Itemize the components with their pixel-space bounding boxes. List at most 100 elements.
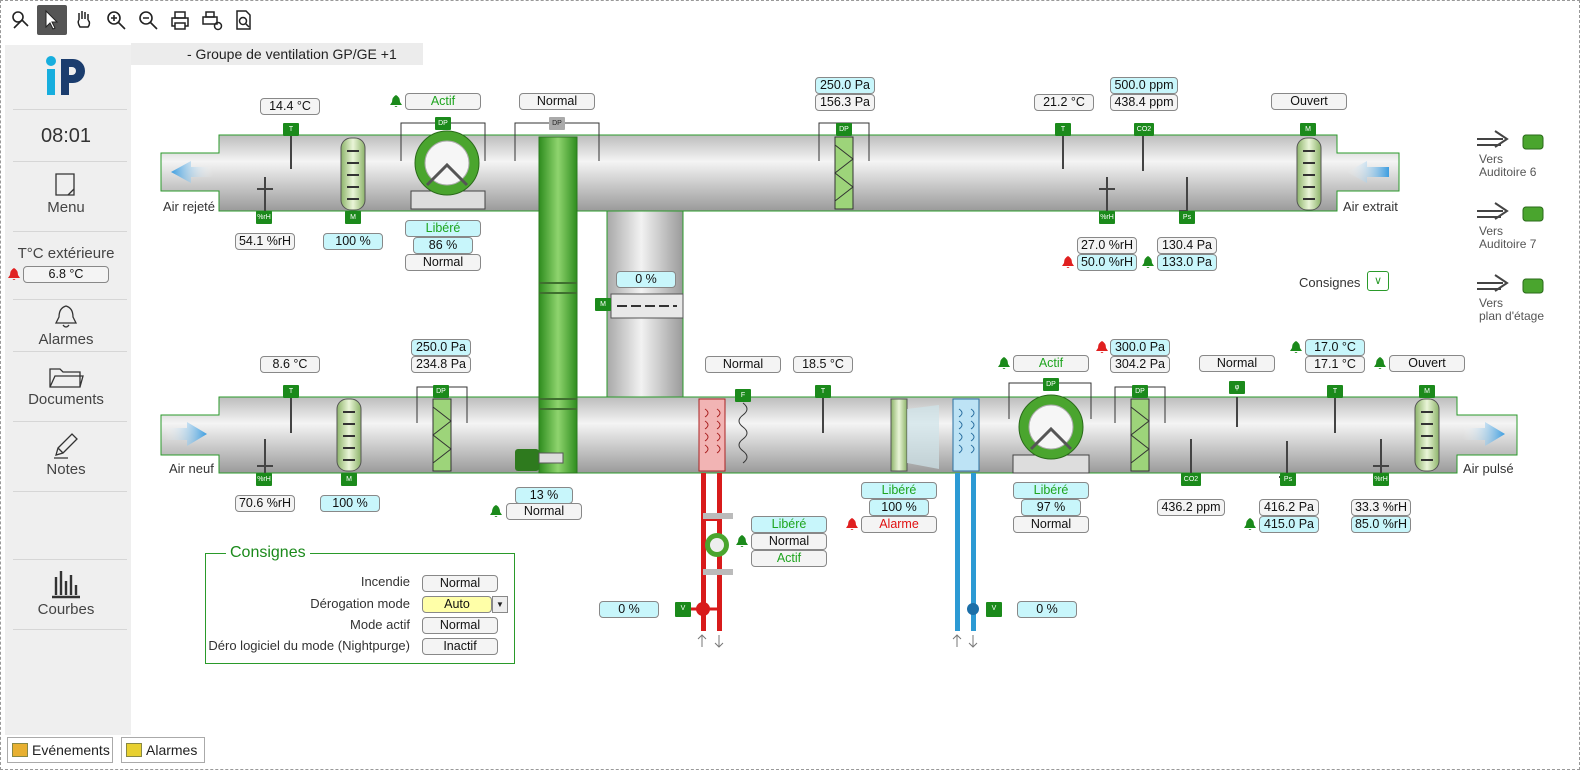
ps-supply-setpoint[interactable]: 415.0 Pa <box>1259 516 1319 533</box>
humidity-sensor-tag[interactable]: %rH <box>256 211 272 224</box>
wheel-speed-value[interactable]: 13 % <box>515 487 573 504</box>
override-dropdown-button[interactable]: ▼ <box>492 596 508 613</box>
humidity-supply-tag[interactable]: %rH <box>1373 473 1389 486</box>
nightpurge-value[interactable]: Inactif <box>422 638 498 655</box>
t-supply-setpoint[interactable]: 17.0 °C <box>1305 339 1365 356</box>
pressure-supply-tag[interactable]: Ps <box>1280 473 1296 486</box>
rh-extract-setpoint[interactable]: 50.0 %rH <box>1077 254 1137 271</box>
bypass-damper-tag[interactable]: M <box>595 298 611 311</box>
co2-setpoint[interactable]: 500.0 ppm <box>1110 77 1178 94</box>
ps-extract-setpoint[interactable]: 133.0 Pa <box>1157 254 1217 271</box>
pump-mode[interactable]: Normal <box>751 533 827 550</box>
ps-supply-value[interactable]: 416.2 Pa <box>1259 499 1319 516</box>
filter2-dp-tag[interactable]: DP <box>1132 385 1148 398</box>
humidifier-mode[interactable]: Normal <box>1199 355 1275 372</box>
override-mode-select[interactable]: Auto <box>422 596 492 613</box>
exhaust-fan-mode[interactable]: Normal <box>405 254 481 271</box>
zoom-in-icon[interactable] <box>101 5 131 35</box>
print-settings-icon[interactable] <box>197 5 227 35</box>
frost-tag[interactable]: F <box>735 389 751 402</box>
rh-supply-value[interactable]: 33.3 %rH <box>1351 499 1411 516</box>
heat-valve-value[interactable]: 0 % <box>599 601 659 618</box>
heater-alarm[interactable]: Alarme <box>861 516 937 533</box>
co2-value[interactable]: 438.4 ppm <box>1110 94 1178 111</box>
co2-supply-value[interactable]: 436.2 ppm <box>1157 499 1225 516</box>
pressure-extract-tag[interactable]: Ps <box>1179 211 1195 224</box>
temp-fresh-tag[interactable]: T <box>283 385 299 398</box>
filter1-dp-value[interactable]: 234.8 Pa <box>411 356 471 373</box>
cool-valve-tag[interactable]: V <box>986 602 1002 617</box>
documents-button[interactable]: Documents <box>5 365 127 415</box>
filter2-dp-setpoint[interactable]: 300.0 Pa <box>1110 339 1170 356</box>
curves-button[interactable]: Courbes <box>5 567 127 623</box>
filter1-dp-tag[interactable]: DP <box>433 385 449 398</box>
temp-extract-tag[interactable]: T <box>1055 123 1071 136</box>
exhaust-fan-speed[interactable]: 86 % <box>413 237 473 254</box>
filter-dp-setpoint[interactable]: 250.0 Pa <box>815 77 875 94</box>
wheel-dp-tag[interactable]: DP <box>549 117 565 130</box>
tab-alarms[interactable]: Alarmes <box>121 737 205 763</box>
exhaust-fan-release[interactable]: Libéré <box>405 220 481 237</box>
heater-release[interactable]: Libéré <box>861 482 937 499</box>
frost-state-value[interactable]: Normal <box>705 356 781 373</box>
fan-supply-dp-tag[interactable]: DP <box>1043 378 1059 391</box>
heat-valve-tag[interactable]: V <box>675 602 691 617</box>
damper-rejected-value[interactable]: 100 % <box>323 233 383 250</box>
cool-valve-value[interactable]: 0 % <box>1017 601 1077 618</box>
pump-release[interactable]: Libéré <box>751 516 827 533</box>
zoom-out-icon[interactable] <box>133 5 163 35</box>
supply-fan-mode[interactable]: Normal <box>1013 516 1089 533</box>
bypass-damper-value[interactable]: 0 % <box>616 271 676 288</box>
active-mode-value[interactable]: Normal <box>422 617 498 634</box>
filter-dp-tag[interactable]: DP <box>836 123 852 136</box>
damper-tag[interactable]: M <box>345 211 361 224</box>
pointer-icon[interactable] <box>37 5 67 35</box>
humidifier-tag[interactable]: φ <box>1229 381 1245 394</box>
filter2-dp-value[interactable]: 304.2 Pa <box>1110 356 1170 373</box>
notes-button[interactable]: Notes <box>5 429 127 485</box>
ps-extract-value[interactable]: 130.4 Pa <box>1157 237 1217 254</box>
t-supply-value[interactable]: 17.1 °C <box>1305 356 1365 373</box>
damper-supply-state[interactable]: Ouvert <box>1389 355 1465 372</box>
setpoint-fire-value[interactable]: Normal <box>422 575 498 592</box>
heater-value[interactable]: 100 % <box>869 499 929 516</box>
t-fresh-value[interactable]: 8.6 °C <box>260 356 320 373</box>
damper-fresh-value[interactable]: 100 % <box>320 495 380 512</box>
supply-fan-state[interactable]: Actif <box>1013 355 1089 372</box>
damper-fresh-tag[interactable]: M <box>341 473 357 486</box>
damper-extract-tag[interactable]: M <box>1300 123 1316 136</box>
temp-supply-tag[interactable]: T <box>1327 385 1343 398</box>
filter-dp-value[interactable]: 156.3 Pa <box>815 94 875 111</box>
tab-events[interactable]: Evénements <box>7 737 113 763</box>
wheel-mode-value[interactable]: Normal <box>506 503 582 520</box>
humidity-extract-tag[interactable]: %rH <box>1099 211 1115 224</box>
rh-extract-value[interactable]: 27.0 %rH <box>1077 237 1137 254</box>
co2-supply-tag[interactable]: CO2 <box>1181 473 1201 486</box>
t-rejected-value[interactable]: 14.4 °C <box>260 98 320 115</box>
pan-hand-icon[interactable] <box>69 5 99 35</box>
supply-fan-release[interactable]: Libéré <box>1013 482 1089 499</box>
rh-rejected-value[interactable]: 54.1 %rH <box>235 233 295 250</box>
temp-heater-tag[interactable]: T <box>815 385 831 398</box>
temp-sensor-tag[interactable]: T <box>283 123 299 136</box>
exhaust-fan-state[interactable]: Actif <box>405 93 481 110</box>
print-icon[interactable] <box>165 5 195 35</box>
supply-fan-speed[interactable]: 97 % <box>1021 499 1081 516</box>
t-heater-value[interactable]: 18.5 °C <box>793 356 853 373</box>
co2-extract-tag[interactable]: CO2 <box>1134 123 1154 136</box>
pump-state[interactable]: Actif <box>751 550 827 567</box>
alarms-button[interactable]: Alarmes <box>5 303 127 349</box>
damper-extract-state[interactable]: Ouvert <box>1271 93 1347 110</box>
consignes-toggle-button[interactable]: ∨ <box>1367 271 1389 291</box>
t-extract-value[interactable]: 21.2 °C <box>1034 94 1094 111</box>
fan-dp-tag[interactable]: DP <box>435 117 451 130</box>
rh-supply-setpoint[interactable]: 85.0 %rH <box>1351 516 1411 533</box>
rh-fresh-value[interactable]: 70.6 %rH <box>235 495 295 512</box>
wheel-dp-state[interactable]: Normal <box>519 93 595 110</box>
humidity-fresh-tag[interactable]: %rH <box>256 473 272 486</box>
menu-button[interactable]: Menu <box>5 171 127 223</box>
select-hand-icon[interactable] <box>5 5 35 35</box>
